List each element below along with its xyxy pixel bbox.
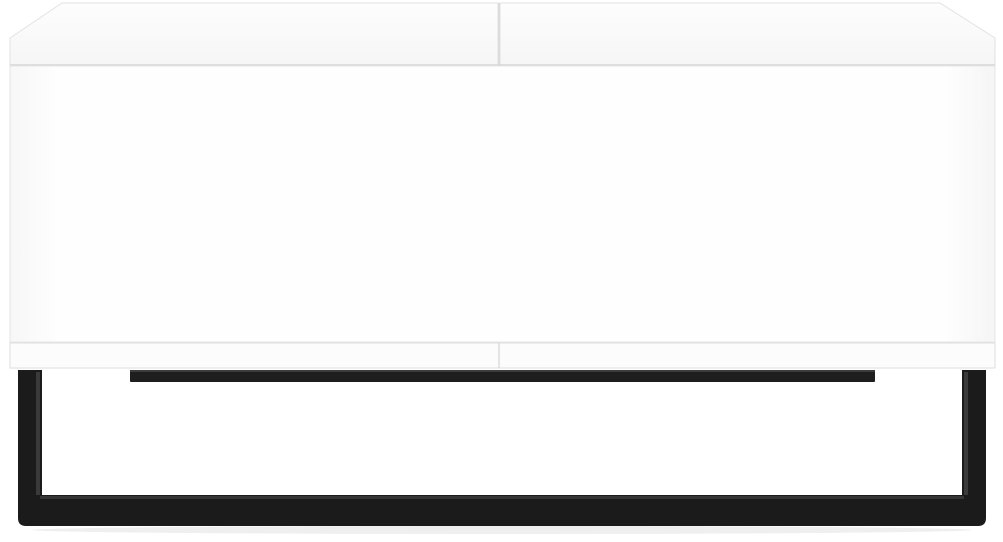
tabletop xyxy=(9,2,996,66)
table-body xyxy=(9,65,996,369)
table-front-panel xyxy=(9,65,996,343)
floor-shadow xyxy=(32,526,972,534)
table-bottom-strip-left xyxy=(9,342,500,369)
frame-inner-opening-left xyxy=(42,382,962,495)
left-leg-highlight xyxy=(36,372,40,498)
underside-rail-highlight xyxy=(130,370,875,372)
table-bottom-strip-right xyxy=(498,342,996,369)
underside-rail xyxy=(130,370,875,382)
frame-bottom-highlight xyxy=(40,496,964,499)
tabletop-left-panel xyxy=(9,2,499,66)
right-leg-highlight xyxy=(964,372,968,498)
metal-frame xyxy=(18,370,986,526)
tabletop-right-panel xyxy=(499,2,996,66)
frame-bottom-bar xyxy=(18,495,986,526)
